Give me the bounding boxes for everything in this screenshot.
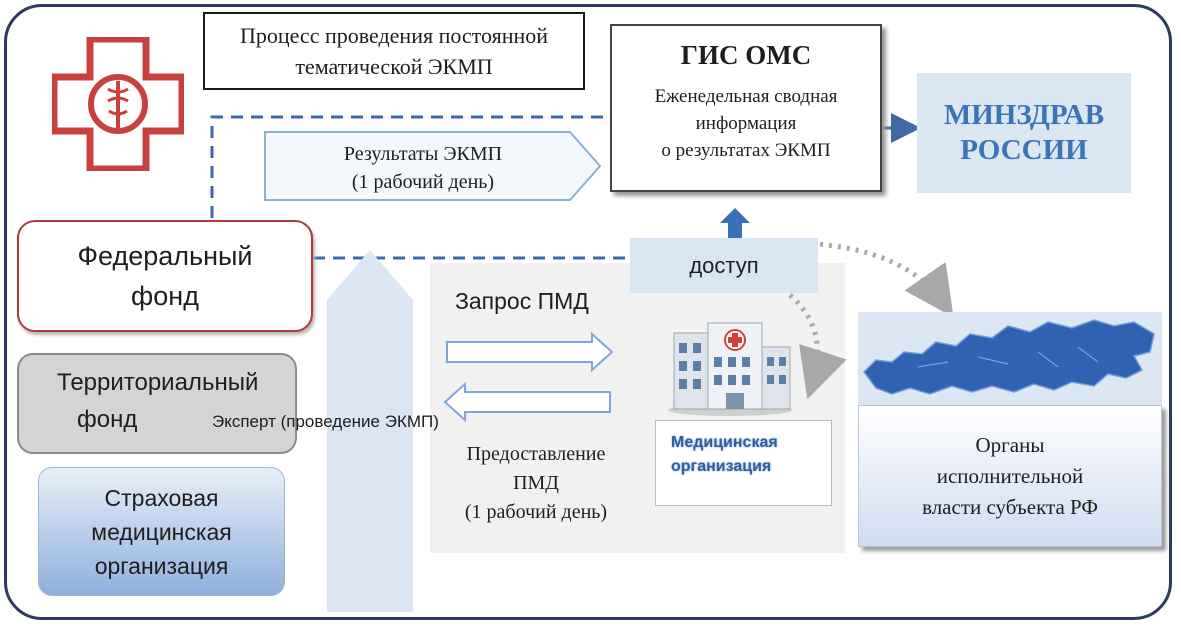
russia-map-icon — [858, 312, 1162, 408]
gis-line3: о результатах ЭКМП — [661, 140, 831, 161]
provide-line3: (1 рабочий день) — [464, 501, 608, 523]
provide-label: Предоставление ПМД (1 рабочий день) — [436, 440, 636, 527]
insurer-line1: Страховая — [104, 484, 219, 511]
federal-fund-box: Федеральный фонд — [17, 220, 313, 332]
organs-line2: исполнительной — [936, 463, 1084, 488]
process-title-line2: тематической ЭКМП — [295, 54, 493, 79]
territorial-line1: Территориальный — [57, 369, 259, 396]
dashed-line-to-gis — [210, 115, 610, 218]
gis-line2: информация — [695, 113, 797, 134]
federal-line2: фонд — [131, 281, 199, 311]
minzdrav-line1: МИНЗДРАВ — [943, 99, 1105, 131]
dotted-arrow-to-med-org — [788, 293, 847, 400]
request-arrow — [446, 331, 614, 373]
vertical-flow-arrow — [327, 250, 413, 612]
results-line1: Результаты ЭКМП — [343, 143, 503, 165]
provide-line2: ПМД — [513, 472, 559, 494]
executive-authorities-box: Органы исполнительной власти субъекта РФ — [858, 405, 1162, 547]
insurer-line2: медицинская — [91, 518, 232, 545]
gis-line1: Еженедельная сводная — [654, 86, 838, 107]
territorial-fund-box: Территориальный фонд — [17, 353, 297, 454]
request-label: Запрос ПМД — [455, 288, 589, 314]
medical-org-box: Медицинская организация — [655, 420, 832, 506]
results-label: Результаты ЭКМП (1 рабочий день) — [268, 140, 578, 196]
medical-cross-logo-icon — [52, 37, 184, 171]
diagram-frame — [4, 4, 1172, 620]
med-org-line2: организация — [671, 458, 772, 475]
results-line2: (1 рабочий день) — [351, 171, 495, 193]
access-box: доступ — [630, 238, 818, 293]
results-arrow-shape — [264, 131, 602, 201]
organs-line3: власти субъекта РФ — [922, 494, 1098, 519]
process-title-line1: Процесс проведения постоянной — [239, 23, 549, 48]
insurer-line3: организация — [94, 552, 229, 579]
med-org-line1: Медицинская — [671, 434, 778, 451]
process-title-box: Процесс проведения постоянной тематическ… — [203, 12, 585, 90]
minzdrav-box: МИНЗДРАВ РОССИИ — [917, 73, 1131, 193]
provide-arrow — [443, 381, 611, 423]
gis-oms-title: ГИС ОМС — [680, 40, 812, 70]
minzdrav-line2: РОССИИ — [960, 134, 1088, 166]
hospital-building-icon — [668, 322, 792, 416]
insurance-org-box: Страховая медицинская организация — [38, 467, 285, 596]
provide-line1: Предоставление — [466, 443, 606, 465]
access-label: доступ — [689, 252, 759, 278]
territorial-line2: фонд — [77, 406, 138, 433]
organs-line1: Органы — [975, 432, 1045, 457]
federal-line1: Федеральный — [77, 241, 253, 271]
up-arrow-icon — [720, 208, 750, 238]
expert-label: Эксперт (проведение ЭКМП) — [212, 412, 439, 431]
gis-oms-box: ГИС ОМС Еженедельная сводная информация … — [610, 24, 882, 192]
